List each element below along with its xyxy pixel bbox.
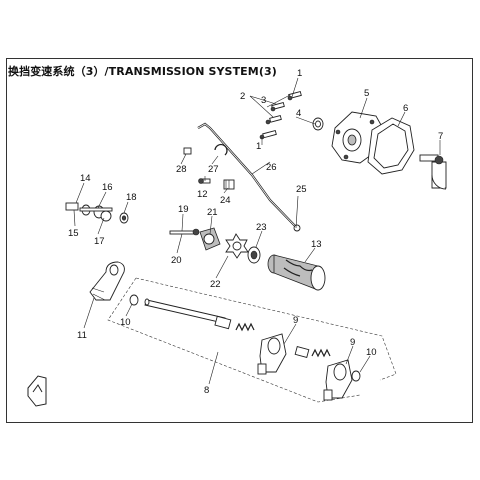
page-border xyxy=(6,58,473,423)
callout-14: 14 xyxy=(80,173,91,184)
spring-pin-lower-right xyxy=(294,346,331,358)
callout-10: 10 xyxy=(120,317,131,328)
fork-shaft-8 xyxy=(144,298,226,324)
callout-2: 2 xyxy=(240,91,245,102)
bolt-set-upper xyxy=(259,90,302,140)
callout-22: 22 xyxy=(210,279,221,290)
leader-lines xyxy=(73,77,441,385)
shift-drum-13 xyxy=(267,254,326,291)
callout-16: 16 xyxy=(102,182,113,193)
callout-3: 3 xyxy=(261,95,266,106)
bolt-washer-set-14-18 xyxy=(65,202,129,224)
callout-27: 27 xyxy=(208,164,219,175)
callout-7: 7 xyxy=(438,131,443,142)
shift-shaft-gear-7 xyxy=(419,154,447,190)
callout-24: 24 xyxy=(220,195,231,206)
page-title: 换挡变速系统（3）/TRANSMISSION SYSTEM(3) xyxy=(8,65,277,78)
callout-28: 28 xyxy=(176,164,187,175)
drum-gear-21 xyxy=(199,227,221,251)
snap-ring-10-right xyxy=(351,370,361,382)
bearing-23 xyxy=(247,246,261,264)
pin-19 xyxy=(169,228,200,236)
callout-9: 9 xyxy=(293,315,298,326)
star-plate-22 xyxy=(225,233,249,259)
assembly-frame-8 xyxy=(107,277,397,403)
callout-11: 11 xyxy=(77,330,87,341)
callout-12: 12 xyxy=(197,189,208,200)
callout-23: 23 xyxy=(256,222,267,233)
callout-25: 25 xyxy=(296,184,307,195)
callout-1: 1 xyxy=(297,68,302,79)
gasket-6 xyxy=(367,117,415,175)
callout-20: 20 xyxy=(171,255,182,266)
snap-ring-10-left xyxy=(129,294,139,306)
shift-fork-9-left xyxy=(257,333,287,375)
callout-8: 8 xyxy=(204,385,209,396)
shift-arm-11 xyxy=(89,261,125,301)
callout-15: 15 xyxy=(68,228,79,239)
callout-9b: 9 xyxy=(350,337,355,348)
callout-numbers: 1 2 3 4 1 5 6 7 8 9 9 10 10 11 12 13 14 … xyxy=(68,68,443,396)
spring-pin-lower-left xyxy=(214,315,255,332)
callout-5: 5 xyxy=(364,88,369,99)
callout-1b: 1 xyxy=(256,141,261,152)
callout-18: 18 xyxy=(126,192,137,203)
callout-10b: 10 xyxy=(366,347,377,358)
shift-rod-26 xyxy=(197,122,301,232)
callout-21: 21 xyxy=(207,207,218,218)
bolt-12 xyxy=(198,178,211,184)
clip-27 xyxy=(214,143,228,156)
callout-26: 26 xyxy=(266,162,277,173)
nut-28 xyxy=(183,147,192,155)
gear-segment-24 xyxy=(223,179,235,190)
callout-6: 6 xyxy=(403,103,408,114)
oil-seal-4 xyxy=(312,117,324,131)
callout-17: 17 xyxy=(94,236,105,247)
callout-4: 4 xyxy=(296,108,301,119)
shift-fork-9-right xyxy=(323,359,353,401)
callout-19: 19 xyxy=(178,204,189,215)
front-direction-icon xyxy=(27,375,47,407)
callout-13: 13 xyxy=(311,239,322,250)
